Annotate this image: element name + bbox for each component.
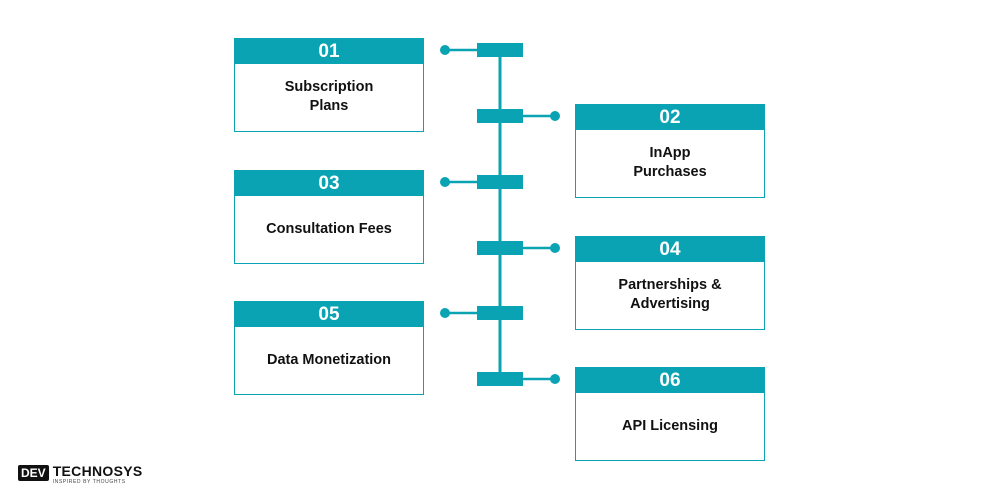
logo-tagline: INSPIRED BY THOUGHTS xyxy=(52,479,126,485)
connector-dot-6 xyxy=(550,374,560,384)
devtechnosys-logo: DEV TECHNOSYS INSPIRED BY THOUGHTS xyxy=(18,464,143,486)
connector-bar-5 xyxy=(477,306,523,320)
step-number: 03 xyxy=(235,171,423,196)
step-label: API Licensing xyxy=(622,417,718,434)
logo-badge: DEV xyxy=(18,465,49,481)
connector-bar-6 xyxy=(477,372,523,386)
step-card-1: 01 Subscription Plans xyxy=(234,38,424,132)
step-card-2: 02 InApp Purchases xyxy=(575,104,765,198)
step-number: 06 xyxy=(576,368,764,393)
step-number: 05 xyxy=(235,302,423,327)
connector-bar-1 xyxy=(477,43,523,57)
connector-bar-3 xyxy=(477,175,523,189)
connector-dot-5 xyxy=(440,308,450,318)
connector-dot-4 xyxy=(550,243,560,253)
step-number: 01 xyxy=(235,39,423,64)
step-card-3: 03 Consultation Fees xyxy=(234,170,424,264)
connector-dot-2 xyxy=(550,111,560,121)
step-label: Partnerships & Advertising xyxy=(618,277,722,312)
step-card-5: 05 Data Monetization xyxy=(234,301,424,395)
step-card-4: 04 Partnerships & Advertising xyxy=(575,236,765,330)
connector-dot-3 xyxy=(440,177,450,187)
step-number: 04 xyxy=(576,237,764,262)
step-label: Consultation Fees xyxy=(266,220,392,237)
connector-bar-2 xyxy=(477,109,523,123)
step-number: 02 xyxy=(576,105,764,130)
step-label: Subscription Plans xyxy=(284,79,374,114)
step-label: InApp Purchases xyxy=(633,145,707,180)
connector-dot-1 xyxy=(440,45,450,55)
step-card-6: 06 API Licensing xyxy=(575,367,765,461)
logo-brand: TECHNOSYS xyxy=(52,463,143,479)
connector-bar-4 xyxy=(477,241,523,255)
step-label: Data Monetization xyxy=(266,351,392,368)
